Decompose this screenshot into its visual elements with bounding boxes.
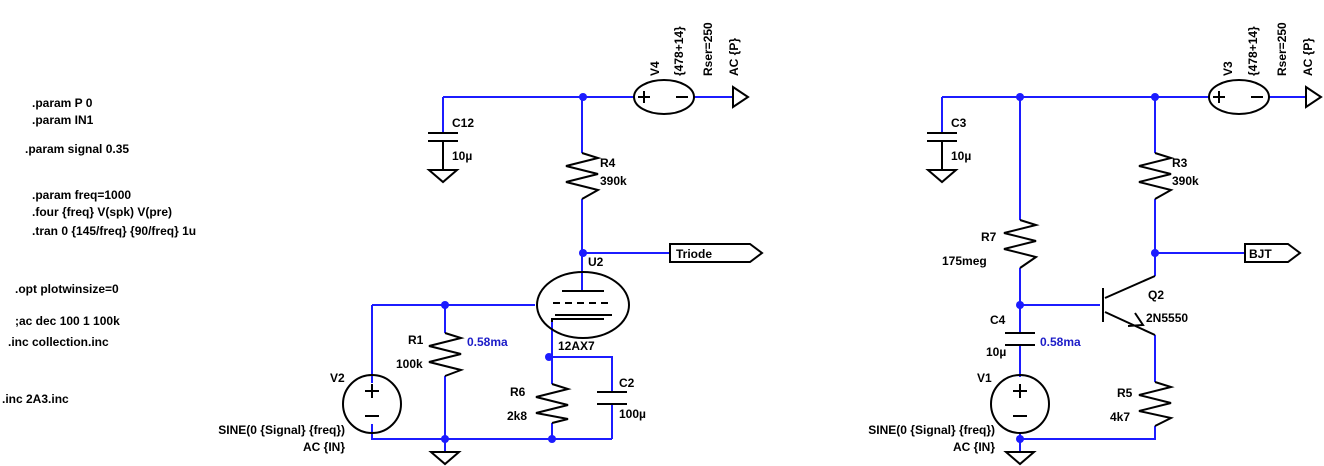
junction [579, 249, 587, 257]
directive-inc-collection: .inc collection.inc [8, 335, 109, 349]
r5-value: 4k7 [1110, 410, 1130, 424]
r4-value: 390k [600, 174, 627, 188]
r1-current-annotation: 0.58ma [467, 335, 508, 349]
v1-name: V1 [977, 371, 992, 385]
junction [441, 301, 449, 309]
port-arrow-icon [732, 85, 750, 109]
v2-name: V2 [330, 371, 345, 385]
bjt-circuit: C3 10µ R3 390k V3 {478+14} Rser=250 AC {… [868, 22, 1323, 466]
capacitor-c12[interactable]: C12 10µ [428, 116, 474, 170]
r6-name: R6 [510, 385, 526, 399]
r1-value: 100k [396, 357, 423, 371]
c12-name: C12 [452, 116, 474, 130]
ground-icon [428, 451, 462, 466]
r5-name: R5 [1117, 386, 1133, 400]
r3-name: R3 [1172, 156, 1188, 170]
directive-ac: ;ac dec 100 1 100k [15, 314, 120, 328]
c2-name: C2 [619, 376, 635, 390]
capacitor-c2[interactable]: C2 100µ [597, 376, 646, 421]
triode-label-text: Triode [676, 247, 712, 261]
tube-u2[interactable]: U2 12AX7 [536, 255, 630, 353]
voltage-source-v4[interactable]: V4 {478+14} Rser=250 AC {P} [633, 22, 741, 115]
resistor-r6[interactable]: R6 2k8 [507, 383, 572, 424]
directive-param-signal: .param signal 0.35 [25, 142, 129, 156]
c3-name: C3 [951, 116, 967, 130]
v4-rser: Rser=250 [701, 22, 715, 76]
v4-name: V4 [648, 61, 662, 76]
junction [1016, 93, 1024, 101]
u2-model: 12AX7 [558, 339, 595, 353]
junction [579, 93, 587, 101]
v2-ac: AC {IN} [303, 440, 345, 454]
c12-value: 10µ [452, 149, 472, 163]
junction [1151, 249, 1159, 257]
v4-labels: V4 {478+14} Rser=250 AC {P} [648, 22, 741, 76]
directive-tran: .tran 0 {145/freq} {90/freq} 1u [32, 224, 196, 238]
junction [1151, 93, 1159, 101]
voltage-source-v1[interactable]: V1 SINE(0 {Signal} {freq}) AC {IN} [868, 371, 1050, 454]
v3-ac: AC {P} [1301, 38, 1315, 76]
r3-value: 390k [1172, 174, 1199, 188]
resistor-r4[interactable]: R4 390k [565, 152, 627, 200]
v3-rser: Rser=250 [1275, 22, 1289, 76]
junction [1016, 301, 1024, 309]
capacitor-c4[interactable]: C4 10µ [986, 313, 1035, 359]
triode-wires [371, 96, 733, 452]
r7-value: 175meg [942, 254, 987, 268]
resistor-r1[interactable]: R1 100k [396, 332, 465, 377]
c4-value: 10µ [986, 345, 1006, 359]
c4-name: C4 [990, 313, 1006, 327]
r6-value: 2k8 [507, 409, 527, 423]
q2-name: Q2 [1148, 288, 1164, 302]
junction [545, 353, 553, 361]
resistor-r5[interactable]: R5 4k7 [1110, 381, 1175, 427]
c2-value: 100µ [619, 407, 646, 421]
r7-name: R7 [981, 230, 997, 244]
r1-name: R1 [408, 333, 424, 347]
r4-name: R4 [600, 156, 616, 170]
junction [1016, 435, 1024, 443]
ground-icon [925, 169, 959, 184]
junction [441, 435, 449, 443]
v4-ac: AC {P} [727, 38, 741, 76]
voltage-source-v3[interactable]: V3 {478+14} Rser=250 AC {P} [1208, 22, 1315, 115]
directive-opt: .opt plotwinsize=0 [15, 282, 119, 296]
port-arrow-icon [1305, 85, 1323, 109]
v2-sine: SINE(0 {Signal} {freq}) [218, 423, 345, 437]
c4-current-annotation: 0.58ma [1040, 335, 1081, 349]
directive-inc-2a3: .inc 2A3.inc [2, 392, 69, 406]
v3-labels: V3 {478+14} Rser=250 AC {P} [1221, 22, 1315, 76]
v1-ac: AC {IN} [953, 440, 995, 454]
ground-icon [426, 169, 460, 184]
triode-circuit: C12 10µ R4 390k V4 {478+14} Rser=250 AC … [218, 22, 764, 466]
v3-value: {478+14} [1246, 26, 1260, 76]
ground-icon [1003, 451, 1037, 466]
directive-param-p: .param P 0 [32, 96, 93, 110]
capacitor-c3[interactable]: C3 10µ [927, 116, 971, 170]
directive-param-freq: .param freq=1000 [32, 188, 131, 202]
q2-model: 2N5550 [1146, 311, 1188, 325]
directive-four: .four {freq} V(spk) V(pre) [32, 205, 172, 219]
u2-name: U2 [588, 255, 604, 269]
net-label-bjt[interactable]: BJT [1244, 243, 1302, 263]
resistor-r7[interactable]: R7 175meg [942, 219, 1040, 269]
spice-directives: .param P 0 .param IN1 .param signal 0.35… [2, 96, 196, 406]
voltage-source-v2[interactable]: V2 SINE(0 {Signal} {freq}) AC {IN} [218, 371, 402, 454]
transistor-q2[interactable]: Q2 2N5550 [1102, 275, 1188, 336]
directive-param-in: .param IN1 [32, 113, 94, 127]
junction [548, 435, 556, 443]
v4-value: {478+14} [672, 26, 686, 76]
v1-sine: SINE(0 {Signal} {freq}) [868, 423, 995, 437]
v3-name: V3 [1221, 61, 1235, 76]
net-label-triode[interactable]: Triode [669, 243, 764, 263]
bjt-label-text: BJT [1249, 247, 1272, 261]
resistor-r3[interactable]: R3 390k [1138, 152, 1199, 200]
c3-value: 10µ [951, 149, 971, 163]
